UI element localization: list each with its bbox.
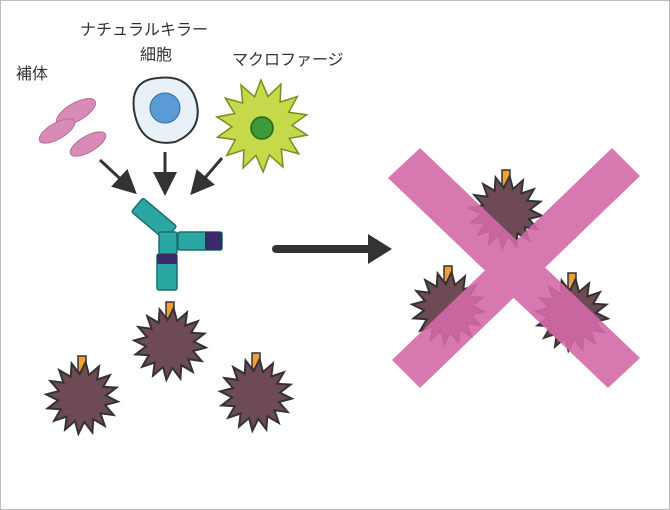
complement-icon — [38, 98, 107, 157]
cross-mark-icon — [388, 148, 640, 388]
arrow-from-macrophage-icon — [190, 157, 224, 196]
virus-icon — [131, 301, 209, 383]
antibody-icon — [131, 198, 223, 291]
arrow-from-complement-icon — [98, 158, 137, 195]
arrow-right-icon — [272, 234, 392, 264]
virus-icon — [43, 355, 121, 437]
complement-label: 補体 — [16, 64, 49, 83]
macrophage-label: マクロファージ — [232, 50, 344, 69]
nk-cell-icon — [132, 76, 199, 144]
viruses-left — [43, 301, 295, 437]
virus-icon — [217, 352, 295, 434]
nk-cell-label-line2: 細胞 — [140, 45, 173, 64]
nk-cell-label-line1: ナチュラルキラー — [80, 20, 209, 39]
virus-body-icon — [131, 305, 209, 383]
virus-body-icon — [43, 359, 121, 437]
macrophage-icon — [214, 77, 310, 175]
arrows-to-antibody — [98, 152, 224, 196]
virus-body-icon — [217, 356, 295, 434]
